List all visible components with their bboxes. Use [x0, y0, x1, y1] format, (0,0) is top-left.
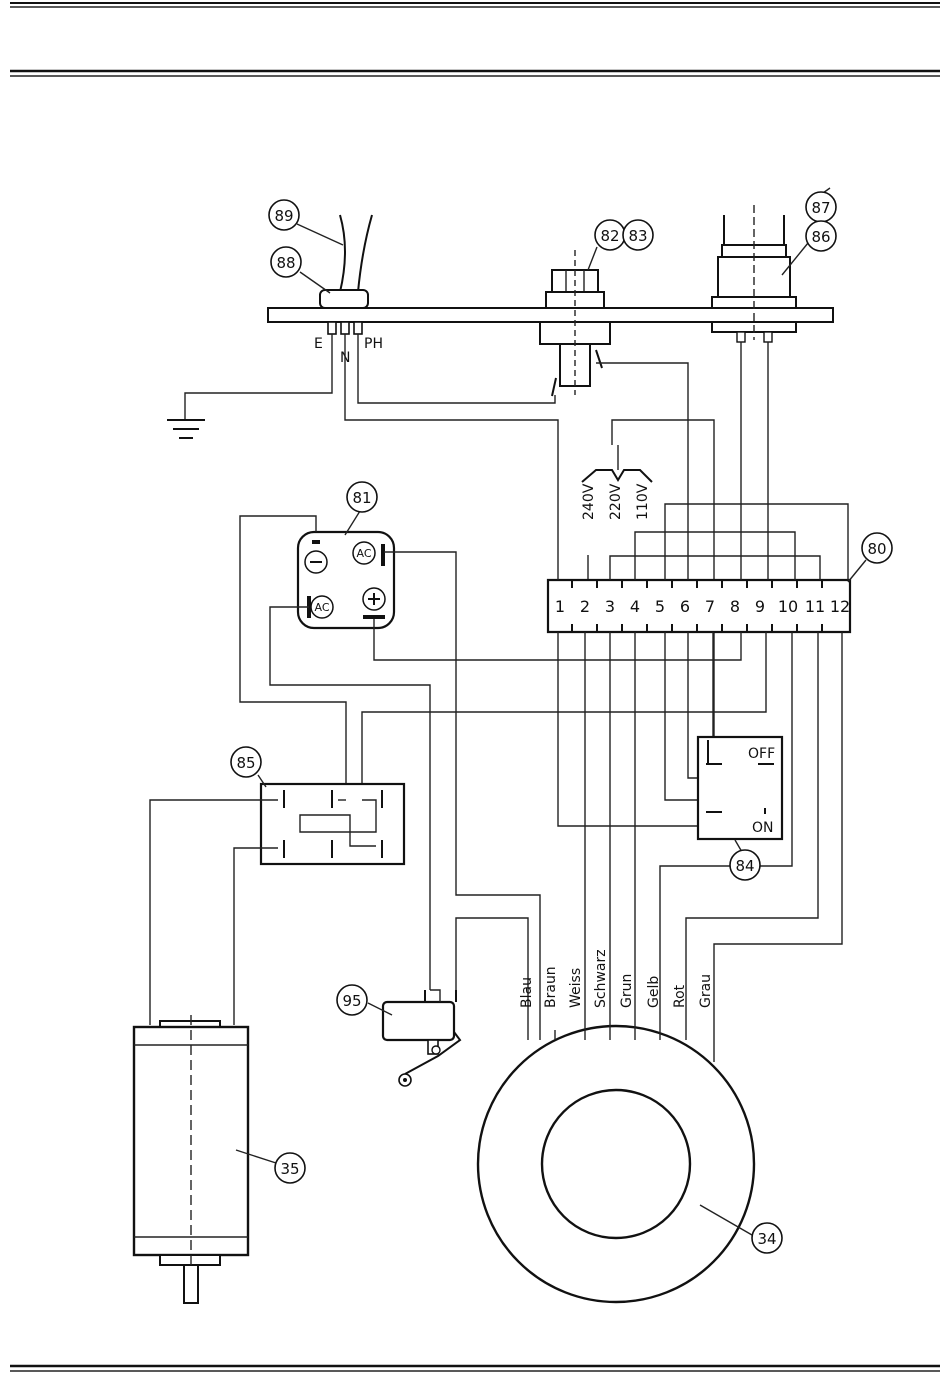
relay — [150, 784, 404, 1025]
svg-text:83: 83 — [628, 227, 647, 245]
terminal-2: 2 — [580, 597, 590, 616]
fuse-holder — [540, 250, 610, 396]
svg-text:86: 86 — [811, 228, 830, 246]
svg-text:80: 80 — [867, 540, 886, 558]
callout-83: 83 — [623, 220, 653, 250]
microswitch — [383, 918, 528, 1086]
callout-84: 84 — [730, 850, 760, 880]
terminal-block: 1 2 3 4 5 6 7 8 9 10 11 12 — [548, 580, 850, 632]
switch-on-label: ON — [752, 820, 774, 836]
svg-text:81: 81 — [352, 489, 371, 507]
power-inlet: E N PH — [314, 290, 383, 366]
motor — [134, 1015, 276, 1303]
wire-label-rot: Rot — [672, 984, 688, 1008]
wire-label-braun: Braun — [543, 966, 559, 1008]
callout-80: 80 — [862, 533, 892, 563]
callout-35: 35 — [275, 1153, 305, 1183]
callout-34: 34 — [752, 1223, 782, 1253]
svg-text:85: 85 — [236, 754, 255, 772]
wire-label-blau: Blau — [519, 977, 535, 1008]
callout-95: 95 — [337, 985, 367, 1015]
terminal-10: 10 — [778, 597, 798, 616]
svg-text:88: 88 — [276, 254, 295, 272]
voltage-220: 220V — [608, 483, 624, 520]
terminal-8: 8 — [730, 597, 740, 616]
terminal-4: 4 — [630, 597, 640, 616]
transformer — [478, 1026, 754, 1302]
svg-text:95: 95 — [342, 992, 361, 1010]
svg-text:84: 84 — [735, 857, 754, 875]
terminal-7: 7 — [705, 597, 715, 616]
top-wires — [345, 334, 848, 712]
earth-label: E — [314, 336, 323, 352]
terminal-3: 3 — [605, 597, 615, 616]
voltage-110: 110V — [635, 483, 651, 520]
cap-ac-top: AC — [356, 547, 371, 560]
on-off-switch: OFF ON — [698, 737, 782, 839]
switch-off-label: OFF — [748, 746, 775, 762]
voltage-240: 240V — [581, 483, 597, 520]
wire-label-grau: Grau — [698, 974, 714, 1008]
callout-87: 87 — [806, 192, 836, 222]
capacitor: AC AC — [298, 532, 394, 628]
callout-88: 88 — [271, 247, 301, 277]
ground-symbol — [167, 334, 332, 438]
terminal-11: 11 — [805, 597, 825, 616]
terminal-12: 12 — [830, 597, 850, 616]
mounting-plate — [268, 308, 833, 322]
svg-text:87: 87 — [811, 199, 830, 217]
callout-85: 85 — [231, 747, 261, 777]
terminal-9: 9 — [755, 597, 765, 616]
wire-label-gelb: Gelb — [646, 976, 662, 1008]
cap-ac-left: AC — [314, 601, 329, 614]
power-cable — [340, 215, 372, 292]
svg-text:89: 89 — [274, 207, 293, 225]
terminal-6: 6 — [680, 597, 690, 616]
terminal-5: 5 — [655, 597, 665, 616]
phase-label: PH — [364, 336, 383, 352]
callout-89: 89 — [269, 200, 299, 230]
wire-color-labels: Blau Braun Weiss Schwarz Grun Gelb Rot G… — [519, 949, 714, 1008]
wire-label-schwarz: Schwarz — [593, 949, 609, 1008]
svg-text:34: 34 — [757, 1230, 776, 1248]
wire-label-grun: Grun — [619, 974, 635, 1008]
terminal-1: 1 — [555, 597, 565, 616]
svg-text:82: 82 — [600, 227, 619, 245]
callout-86: 86 — [806, 221, 836, 251]
callout-82: 82 — [595, 220, 625, 250]
svg-text:35: 35 — [280, 1160, 299, 1178]
wire-label-weiss: Weiss — [568, 968, 584, 1008]
callout-81: 81 — [347, 482, 377, 512]
